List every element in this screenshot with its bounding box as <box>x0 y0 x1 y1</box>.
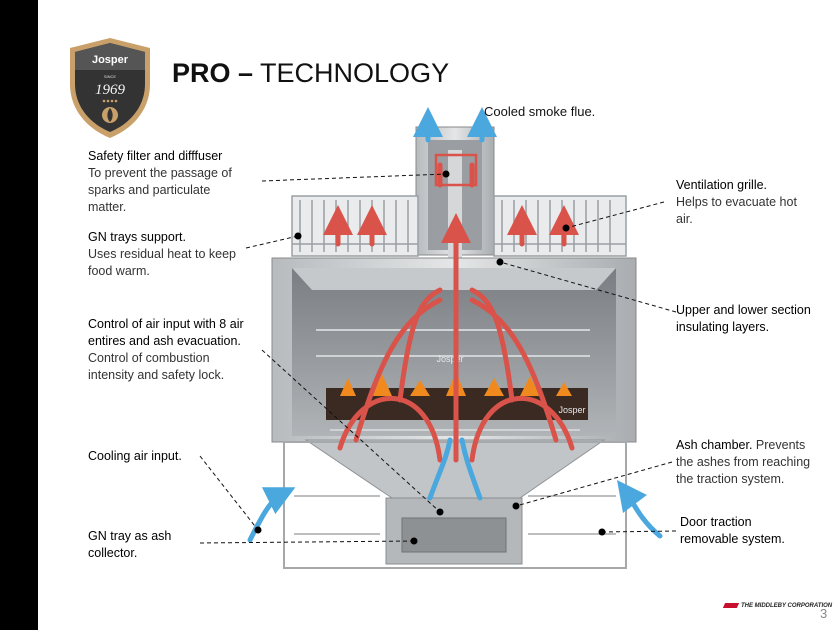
grill-badge-upper: Josper <box>436 354 463 364</box>
door-traction-head-1: Door traction <box>680 515 752 529</box>
safety-filter-desc-1: To prevent the passage of <box>88 166 232 180</box>
door-traction-system <box>294 495 616 535</box>
ash-chamber-desc-3: the traction system. <box>676 472 785 486</box>
middleby-mark-icon <box>722 603 740 608</box>
page-title: PRO – TECHNOLOGY <box>172 58 449 89</box>
label-safety-filter: Safety filter and difffuser To prevent t… <box>88 148 232 216</box>
hot-air-flow-arrows <box>323 162 579 463</box>
josper-logo-shield: Josper SINCE 1969 <box>70 38 150 138</box>
right-ventilation-grille <box>493 195 627 257</box>
gn-trays-support-head: GN trays support. <box>88 230 186 244</box>
safety-filter-diffuser <box>434 153 478 187</box>
label-cooling-air-input: Cooling air input. <box>88 448 182 465</box>
title-bold: PRO – <box>172 58 254 88</box>
label-gn-trays-support: GN trays support. Uses residual heat to … <box>88 229 236 280</box>
gn-tray-ash-head-1: GN tray as ash <box>88 529 172 543</box>
left-black-bar <box>0 0 38 630</box>
safety-filter-head: Safety filter and difffuser <box>88 149 223 163</box>
ventilation-desc-1: Helps to evacuate hot <box>676 195 797 209</box>
ventilation-desc-2: air. <box>676 212 693 226</box>
ash-chamber-desc-2: the ashes from reaching <box>676 455 811 469</box>
label-insulating-layers: Upper and lower section insulating layer… <box>676 302 811 336</box>
logo-text: Josper <box>92 54 129 66</box>
cooling-air-flow-arrows <box>247 107 663 543</box>
gn-tray-ash-head-2: collector. <box>88 546 138 560</box>
page-number: 3 <box>820 606 828 621</box>
logo-since: SINCE <box>104 74 117 79</box>
ash-chamber-desc-1: Prevents <box>755 438 806 452</box>
air-input-desc-1: Control of combustion <box>88 351 210 365</box>
label-gn-tray-ash-collector: GN tray as ash collector. <box>88 528 171 562</box>
door-traction-head-2: removable system. <box>680 532 785 546</box>
callout-leader-lines <box>199 173 677 544</box>
label-door-traction: Door traction removable system. <box>680 514 785 548</box>
label-cooled-smoke-flue: Cooled smoke flue. <box>484 104 596 119</box>
logo-year: 1969 <box>95 82 126 98</box>
label-ash-chamber: Ash chamber. Prevents the ashes from rea… <box>676 437 810 488</box>
gn-trays-support-desc-1: Uses residual heat to keep <box>88 247 237 261</box>
safety-filter-desc-3: matter. <box>88 200 127 214</box>
callout-dots <box>254 170 606 545</box>
ventilation-head: Ventilation grille. <box>676 178 768 192</box>
gn-tray-ash-collector <box>401 517 507 553</box>
ash-chamber-head: Ash chamber. <box>676 438 753 452</box>
insulating-head-1: Upper and lower section <box>676 303 811 317</box>
title-normal: TECHNOLOGY <box>260 58 450 88</box>
footer-company: THE MIDDLEBY CORPORATION <box>741 603 833 610</box>
fire-flames <box>340 372 572 396</box>
label-air-input-control: Control of air input with 8 air entires … <box>88 316 244 384</box>
middleby-logo: THE MIDDLEBY CORPORATION <box>722 603 833 610</box>
insulating-head-2: insulating layers. <box>676 320 770 334</box>
safety-filter-desc-2: sparks and particulate <box>88 183 211 197</box>
label-ventilation-grille: Ventilation grille. Helps to evacuate ho… <box>676 177 797 228</box>
gn-trays-support-desc-2: food warm. <box>88 264 150 278</box>
left-gn-tray-support <box>291 195 419 257</box>
air-input-head-1: Control of air input with 8 air <box>88 317 244 331</box>
air-input-desc-2: intensity and safety lock. <box>88 368 225 382</box>
air-input-head-2: entires and ash evacuation. <box>88 334 241 348</box>
grill-badge-lower: Josper <box>558 405 585 415</box>
cooling-air-head: Cooling air input. <box>88 449 182 463</box>
